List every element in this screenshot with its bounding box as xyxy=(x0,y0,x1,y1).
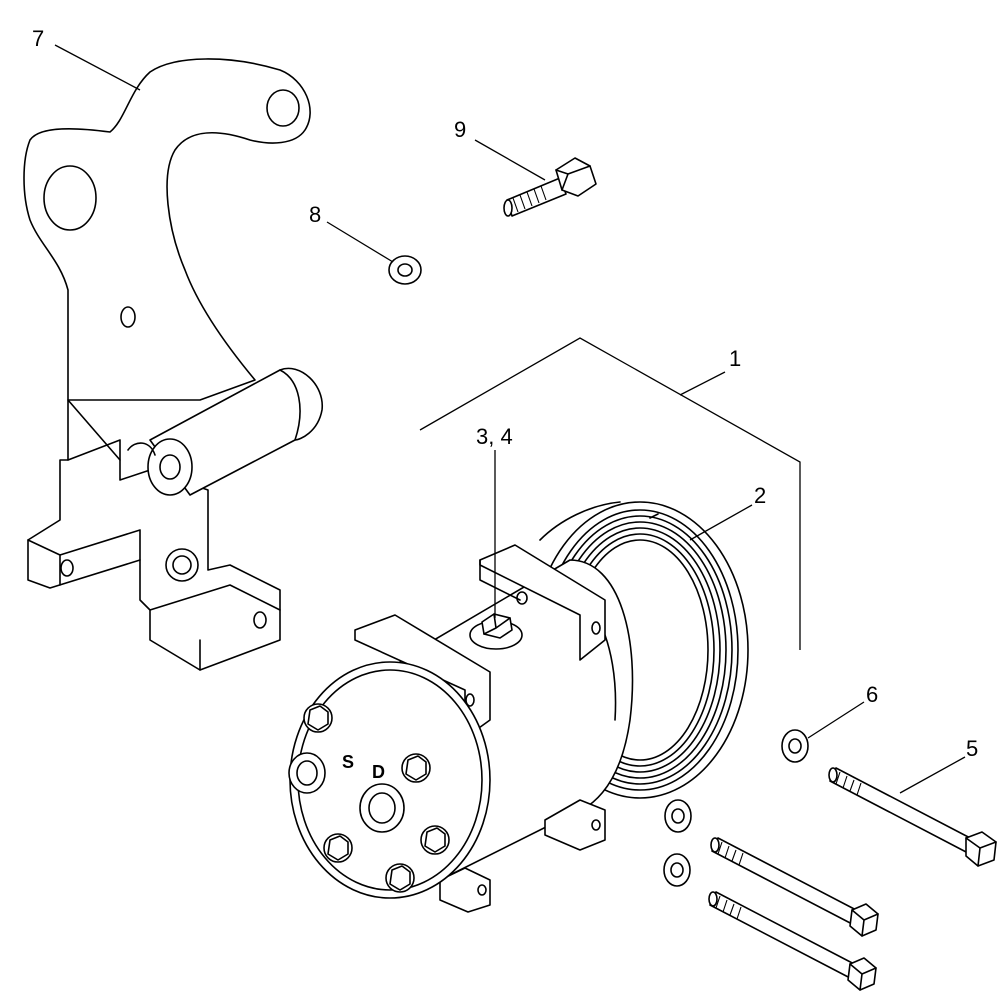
washer-part-6 xyxy=(781,729,809,763)
washer-part-8 xyxy=(388,255,422,285)
assembly-brace-part-1 xyxy=(419,337,801,650)
callout-8: 8 xyxy=(309,202,321,227)
long-bolts-part-5 xyxy=(708,767,997,991)
callout-labels: 7 9 8 1 3, 4 2 6 5 xyxy=(32,26,978,761)
washers-extra xyxy=(663,799,692,887)
face-bolts xyxy=(303,703,450,893)
callout-5: 5 xyxy=(966,736,978,761)
callout-2: 2 xyxy=(754,483,766,508)
callout-1: 1 xyxy=(729,346,741,371)
callout-7: 7 xyxy=(32,26,44,51)
callout-9: 9 xyxy=(454,117,466,142)
ports xyxy=(288,752,405,833)
compressor-body: S D xyxy=(288,544,634,913)
callout-3-4: 3, 4 xyxy=(476,424,513,449)
suction-mark: S xyxy=(342,752,354,772)
leader-lines xyxy=(54,44,966,794)
callout-6: 6 xyxy=(866,682,878,707)
bolt-part-9 xyxy=(503,157,597,217)
mounting-bracket xyxy=(23,58,323,671)
discharge-mark: D xyxy=(372,762,385,782)
